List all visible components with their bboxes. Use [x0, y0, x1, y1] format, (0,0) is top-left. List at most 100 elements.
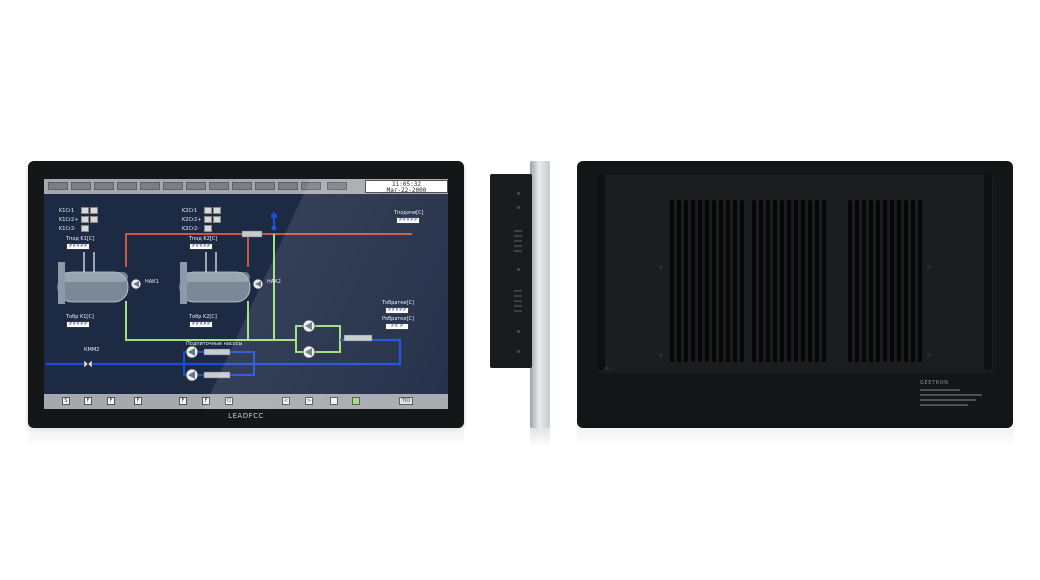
pump-icon[interactable]: [185, 368, 199, 382]
vesa-screw-hole: [659, 353, 663, 357]
toolbar-button[interactable]: [48, 182, 68, 190]
supply-pipe: [125, 233, 412, 267]
heatsink-fins: [848, 200, 922, 362]
back-label-brand: GEETRON: [920, 380, 949, 386]
valve-icon[interactable]: [83, 359, 93, 369]
function-button[interactable]: F: [84, 397, 92, 405]
heatsink-fins: [752, 200, 826, 362]
k2-t-label: Тпод K2[C]: [189, 236, 218, 242]
back-spec-label: GEETRON: [920, 380, 990, 414]
pump-icon[interactable]: [252, 278, 264, 290]
function-button[interactable]: F: [202, 397, 210, 405]
toolbar-button[interactable]: [71, 182, 91, 190]
status-button[interactable]: [352, 397, 360, 405]
k2-t-value: #####: [189, 243, 213, 250]
feed-pumps-label: Подпиточные насосы: [186, 341, 243, 347]
toolbar-button[interactable]: [255, 182, 275, 190]
function-button[interactable]: Q: [225, 397, 233, 405]
toolbar-button[interactable]: [163, 182, 183, 190]
vesa-screw-hole: [927, 353, 931, 357]
feed-pipe: [274, 325, 341, 353]
corner-screw: [605, 366, 609, 370]
valve-icon[interactable]: [241, 212, 277, 238]
t-return-label: Тобратки[C]: [382, 300, 415, 306]
p-return-label: Робратки[C]: [382, 316, 414, 322]
heat-exchanger-icon: [343, 334, 373, 342]
clock-date: Mar-22-2000: [386, 187, 427, 194]
k2-b-label: Тобр K2[C]: [189, 314, 217, 320]
side-vent-slot: [514, 245, 522, 247]
heatsink-fins: [670, 200, 744, 362]
filter-icon: [203, 371, 231, 379]
k2-pump-label: НАК2: [267, 279, 281, 285]
k1-label-3: K1Cr2-: [59, 226, 76, 232]
exit-button[interactable]: TIO: [399, 397, 413, 405]
k2-b-value: #####: [189, 321, 213, 328]
k1-t-label: Тпод K1[C]: [66, 236, 95, 242]
pump-icon[interactable]: [302, 319, 316, 333]
k1-label-1: K1Cr1: [59, 208, 75, 214]
toolbar-button[interactable]: [94, 182, 114, 190]
function-button[interactable]: F: [134, 397, 142, 405]
side-screw: [517, 350, 520, 353]
toolbar-button[interactable]: [186, 182, 206, 190]
clock-time: 11:05:32: [392, 181, 421, 188]
toolbar-button[interactable]: [301, 182, 321, 190]
panel-pc-side-frame: [530, 161, 550, 428]
scada-screen: 11:05:32 Mar-22-2000: [44, 179, 448, 409]
side-vent-slot: [514, 250, 522, 252]
k2-indicators: [204, 207, 221, 237]
t-supply-label: Тподачи[C]: [394, 210, 424, 216]
side-vent-slot: [514, 310, 522, 312]
side-screw: [517, 330, 520, 333]
side-vent-slot: [514, 230, 522, 232]
pump-icon[interactable]: [185, 345, 199, 359]
k2-label-1: K2Cr1: [182, 208, 198, 214]
pump-icon[interactable]: [302, 345, 316, 359]
k1-label-2: K1Cr2+: [59, 217, 79, 223]
side-vent-slot: [514, 240, 522, 242]
toolbar-button[interactable]: [140, 182, 160, 190]
k1-b-value: #####: [66, 321, 90, 328]
function-button[interactable]: [330, 397, 338, 405]
toolbar-button[interactable]: [278, 182, 298, 190]
side-vent-slot: [514, 305, 522, 307]
k2-label-2: K2Cr2+: [182, 217, 202, 223]
back-mount-rail: [984, 174, 992, 370]
clock-display: 11:05:32 Mar-22-2000: [365, 180, 448, 194]
back-mount-rail: [597, 174, 605, 370]
next-button[interactable]: >: [305, 397, 313, 405]
toolbar-button[interactable]: [117, 182, 137, 190]
t-supply-value: #####: [396, 217, 420, 224]
toolbar-button[interactable]: [232, 182, 252, 190]
side-vent-slot: [514, 290, 522, 292]
side-vent-slot: [514, 235, 522, 237]
prev-button[interactable]: <: [282, 397, 290, 405]
filter-icon: [203, 348, 231, 356]
k1-pump-label: НАК1: [145, 279, 159, 285]
front-brand-logo: LEADFCC: [228, 412, 264, 420]
pump-icon[interactable]: [130, 278, 142, 290]
side-vent-slot: [514, 300, 522, 302]
p-return-value: ##.#: [385, 323, 409, 330]
front-reflection: [28, 428, 464, 446]
k1-b-label: Тобр K1[C]: [66, 314, 94, 320]
vesa-screw-hole: [659, 265, 663, 269]
panel-pc-back: GEETRON: [577, 161, 1013, 428]
side-screw: [517, 268, 520, 271]
toolbar-button[interactable]: [209, 182, 229, 190]
boiler-tank-icon: [57, 252, 129, 304]
t-return-value: #####: [385, 307, 409, 314]
piping-diagram: [46, 212, 412, 382]
k2-label-3: K2Cr2-: [182, 226, 199, 232]
function-button[interactable]: F: [107, 397, 115, 405]
toolbar-button[interactable]: [327, 182, 347, 190]
side-screw: [517, 192, 520, 195]
function-button[interactable]: F: [179, 397, 187, 405]
scada-bottom-toolbar: S F F F F F Q < > TIO: [44, 394, 448, 409]
vesa-screw-hole: [927, 265, 931, 269]
side-screw: [517, 206, 520, 209]
function-button[interactable]: S: [62, 397, 70, 405]
k1-t-value: #####: [66, 243, 90, 250]
